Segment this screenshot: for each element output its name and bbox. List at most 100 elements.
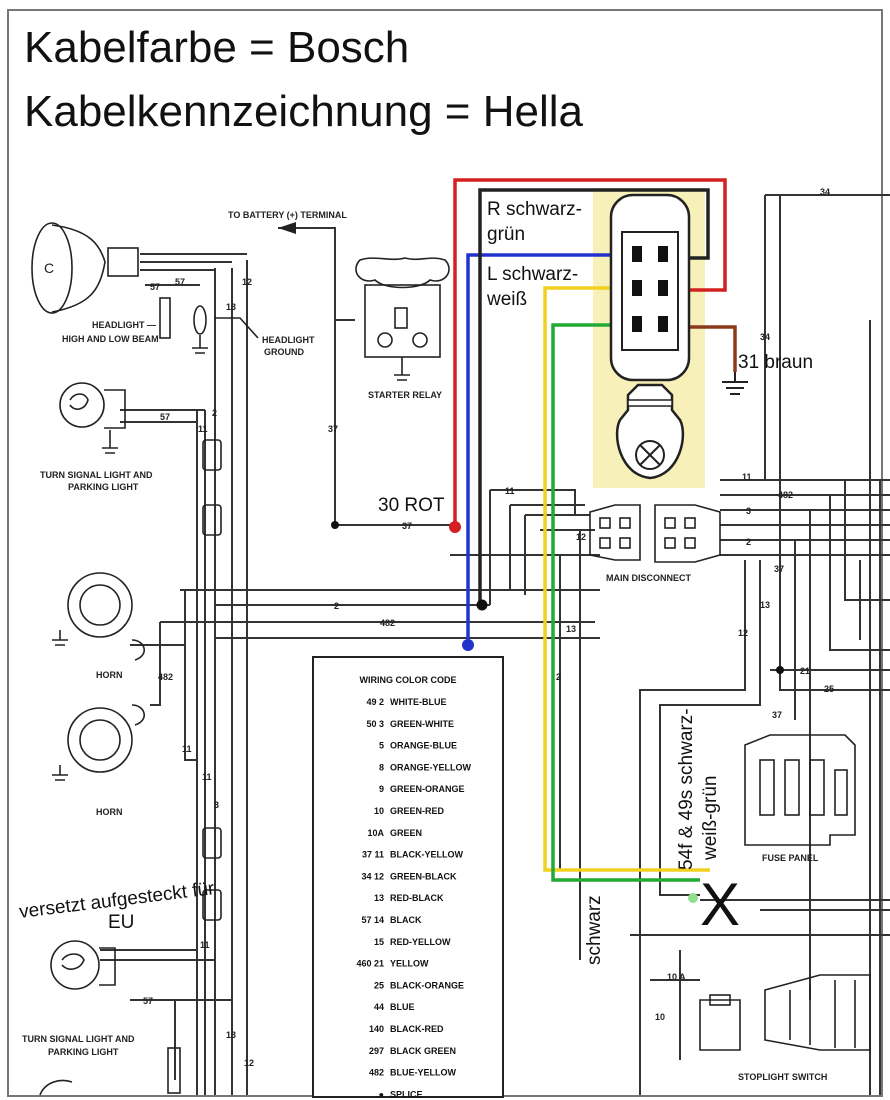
wire-number: 57 [160, 412, 170, 422]
legend-code: 50 3 [366, 719, 384, 729]
wire-number: 21 [800, 666, 810, 676]
wire-number: 2 [334, 601, 339, 611]
label-starter-relay: STARTER RELAY [368, 390, 442, 400]
legend-color: BLACK-RED [390, 1024, 444, 1034]
splice-21 [776, 666, 784, 674]
label-horn-1: HORN [96, 670, 123, 680]
legend-code: 482 [369, 1068, 384, 1078]
legend-code: 297 [369, 1046, 384, 1056]
anno-r-line2: grün [487, 224, 525, 245]
wire-number: 34 [820, 187, 830, 197]
legend-color: WHITE-BLUE [390, 697, 447, 707]
wire-number: 2 [212, 408, 217, 418]
headlight-icon: C [31, 222, 139, 314]
wire-number: 482 [778, 490, 793, 500]
legend-color: GREEN-RED [390, 806, 445, 816]
label-fuse-panel: FUSE PANEL [762, 853, 819, 863]
wire-number: 37 [774, 564, 784, 574]
wire-number: 25 [824, 684, 834, 694]
ground-31-icon [722, 372, 748, 395]
wire-number: 2 [746, 537, 751, 547]
anno-l-line2: weiß [486, 289, 527, 310]
legend-code: 15 [374, 937, 384, 947]
legend-color: BLUE [390, 1002, 415, 1012]
main-disconnect-icon [589, 504, 721, 563]
label-headlight-2: HIGH AND LOW BEAM [62, 334, 159, 344]
legend-code: 140 [369, 1024, 384, 1034]
legend-box [312, 656, 504, 1098]
wire-number: 13 [226, 1030, 236, 1040]
x-mark: X [700, 871, 740, 938]
legend-color: ORANGE-BLUE [390, 741, 457, 751]
legend-title: WIRING COLOR CODE [360, 675, 457, 685]
splice-37 [331, 521, 339, 529]
wire-number: 37 [402, 521, 412, 531]
horn-icon [52, 704, 145, 781]
wire-number: 37 [328, 424, 338, 434]
turn-signal-switch [609, 193, 691, 480]
wire-number: 11 [200, 940, 210, 950]
wire-number: 11 [198, 424, 208, 434]
label-hl-ground-2: GROUND [264, 347, 304, 357]
wire-number: 11 [505, 486, 515, 496]
wire-number: 57 [143, 996, 153, 1006]
label-turn2-a: TURN SIGNAL LIGHT AND [22, 1034, 135, 1044]
red-wire-30 [453, 178, 727, 525]
anno-30-rot: 30 ROT [378, 495, 445, 516]
wire-number: 10 [655, 1012, 665, 1022]
wire-number: 482 [158, 672, 173, 682]
legend-code: 44 [374, 1002, 384, 1012]
horn-icon [52, 572, 145, 661]
legend-code: 49 2 [366, 697, 384, 707]
anno-r-line1: R schwarz- [487, 199, 582, 220]
wire-number: 482 [380, 618, 395, 628]
legend-color: RED-YELLOW [390, 937, 451, 947]
connector-icon [202, 889, 222, 921]
legend-color: BLACK-ORANGE [390, 980, 464, 990]
wire-number: 11 [742, 472, 752, 482]
anno-31-braun: 31 braun [738, 352, 813, 373]
legend-code: 460 21 [356, 959, 384, 969]
legend-color: YELLOW [390, 959, 429, 969]
splice-green [688, 893, 698, 903]
wire-number: 12 [242, 277, 252, 287]
label-fuse-10a: 10 A [667, 972, 686, 982]
wire-number: 11 [202, 772, 212, 782]
splice-blue [462, 639, 474, 651]
base-wiring [100, 194, 890, 1095]
wire-number: 3 [746, 506, 751, 516]
legend-code: 10A [367, 828, 384, 838]
label-turn1-b: PARKING LIGHT [68, 482, 139, 492]
anno-versetzt-line2: EU [108, 912, 134, 933]
legend-color: GREEN-WHITE [390, 719, 454, 729]
yellow-wire [543, 286, 710, 872]
legend-code: 34 12 [361, 871, 384, 881]
label-turn1-a: TURN SIGNAL LIGHT AND [40, 470, 153, 480]
headlight-partial-icon [39, 1079, 73, 1096]
wire-number: 12 [244, 1058, 254, 1068]
label-hl-ground-1: HEADLIGHT [262, 335, 315, 345]
connector-icon [202, 827, 222, 859]
wire-number: 34 [760, 332, 770, 342]
anno-l-line1: L schwarz- [487, 264, 578, 285]
legend-color: GREEN-ORANGE [390, 784, 465, 794]
legend-color: GREEN-BLACK [390, 871, 457, 881]
label-headlight-1: HEADLIGHT — [92, 320, 156, 330]
title-line-1: Kabelfarbe = Bosch [24, 23, 409, 72]
fuse-panel-icon [744, 734, 856, 846]
legend-code: 57 14 [361, 915, 384, 925]
colored-wires [453, 178, 737, 882]
starter-relay-icon [355, 257, 450, 381]
legend-code: 37 11 [362, 850, 384, 860]
connector-icon [202, 504, 222, 536]
label-stoplight: STOPLIGHT SWITCH [738, 1072, 827, 1082]
label-horn-2: HORN [96, 807, 123, 817]
wire-number: 57 [150, 282, 160, 292]
legend-code: 25 [374, 980, 384, 990]
legend-code: 13 [374, 893, 384, 903]
legend-code: 10 [374, 806, 384, 816]
legend-color: RED-BLACK [390, 893, 444, 903]
